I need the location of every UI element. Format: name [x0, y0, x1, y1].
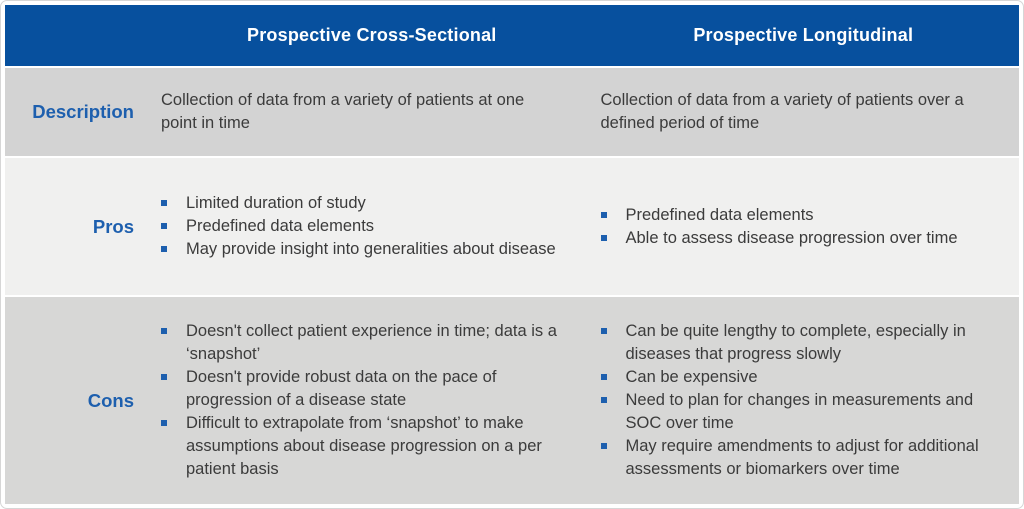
description-longitudinal-cell: Collection of data from a variety of pat…	[588, 68, 1020, 156]
pros-cross-sectional-list: Limited duration of study Predefined dat…	[161, 192, 558, 261]
table-header-row: Prospective Cross-Sectional Prospective …	[5, 5, 1019, 66]
bullet-square-icon	[600, 374, 607, 380]
cons-longitudinal-list: Can be quite lengthy to complete, especi…	[600, 320, 1004, 481]
description-longitudinal-text: Collection of data from a variety of pat…	[600, 91, 964, 132]
column-header-longitudinal: Prospective Longitudinal	[693, 25, 914, 45]
table-row-description: Description Collection of data from a va…	[5, 68, 1019, 156]
description-cross-sectional-cell: Collection of data from a variety of pat…	[156, 68, 588, 156]
column-header-cross-sectional: Prospective Cross-Sectional	[247, 25, 497, 45]
list-item: Predefined data elements	[161, 215, 558, 238]
table-row-cons: Cons Doesn't collect patient experience …	[5, 297, 1019, 504]
header-spacer-cell	[5, 5, 156, 66]
list-item: Predefined data elements	[600, 204, 1004, 227]
list-item-text: Limited duration of study	[186, 194, 366, 212]
table-row-pros: Pros Limited duration of study Predefine…	[5, 158, 1019, 295]
bullet-square-icon	[161, 420, 167, 426]
cons-cross-sectional-cell: Doesn't collect patient experience in ti…	[156, 297, 588, 504]
pros-longitudinal-list: Predefined data elements Able to assess …	[600, 204, 1004, 250]
bullet-square-icon	[161, 374, 167, 380]
list-item: May provide insight into generalities ab…	[161, 238, 558, 261]
bullet-square-icon	[161, 223, 167, 229]
row-label-pros: Pros	[92, 215, 134, 237]
bullet-square-icon	[161, 246, 167, 252]
row-label-description: Description	[32, 101, 134, 122]
bullet-square-icon	[600, 443, 607, 449]
list-item: Doesn't collect patient experience in ti…	[161, 320, 558, 366]
row-label-cons: Cons	[87, 389, 134, 411]
pros-cross-sectional-cell: Limited duration of study Predefined dat…	[156, 158, 588, 295]
list-item: Need to plan for changes in measurements…	[600, 389, 1004, 435]
list-item-text: Predefined data elements	[625, 205, 814, 224]
list-item-text: Doesn't collect patient experience in ti…	[186, 322, 557, 363]
cons-longitudinal-cell: Can be quite lengthy to complete, especi…	[588, 297, 1020, 504]
bullet-square-icon	[161, 200, 167, 206]
list-item: Difficult to extrapolate from ‘snapshot’…	[161, 412, 558, 481]
list-item-text: Able to assess disease progression over …	[625, 228, 958, 247]
list-item: Limited duration of study	[161, 192, 558, 215]
list-item: Can be quite lengthy to complete, especi…	[600, 320, 1004, 366]
bullet-square-icon	[161, 328, 167, 334]
list-item: Able to assess disease progression over …	[600, 227, 1004, 250]
cons-cross-sectional-list: Doesn't collect patient experience in ti…	[161, 320, 558, 481]
pros-longitudinal-cell: Predefined data elements Able to assess …	[588, 158, 1020, 295]
list-item-text: May require amendments to adjust for add…	[625, 437, 979, 478]
list-item: May require amendments to adjust for add…	[600, 435, 1004, 481]
bullet-square-icon	[600, 397, 607, 403]
list-item-text: Can be quite lengthy to complete, especi…	[625, 322, 966, 363]
list-item-text: Can be expensive	[625, 368, 758, 386]
list-item-text: Predefined data elements	[186, 217, 375, 235]
list-item: Doesn't provide robust data on the pace …	[161, 366, 558, 412]
list-item-text: Need to plan for changes in measurements…	[625, 391, 974, 432]
list-item-text: May provide insight into generalities ab…	[186, 240, 556, 258]
list-item-text: Doesn't provide robust data on the pace …	[186, 368, 497, 409]
bullet-square-icon	[600, 328, 607, 334]
bullet-square-icon	[600, 234, 607, 241]
list-item: Can be expensive	[600, 366, 1004, 389]
description-cross-sectional-text: Collection of data from a variety of pat…	[161, 91, 525, 132]
list-item-text: Difficult to extrapolate from ‘snapshot’…	[186, 414, 542, 478]
bullet-square-icon	[600, 211, 607, 218]
